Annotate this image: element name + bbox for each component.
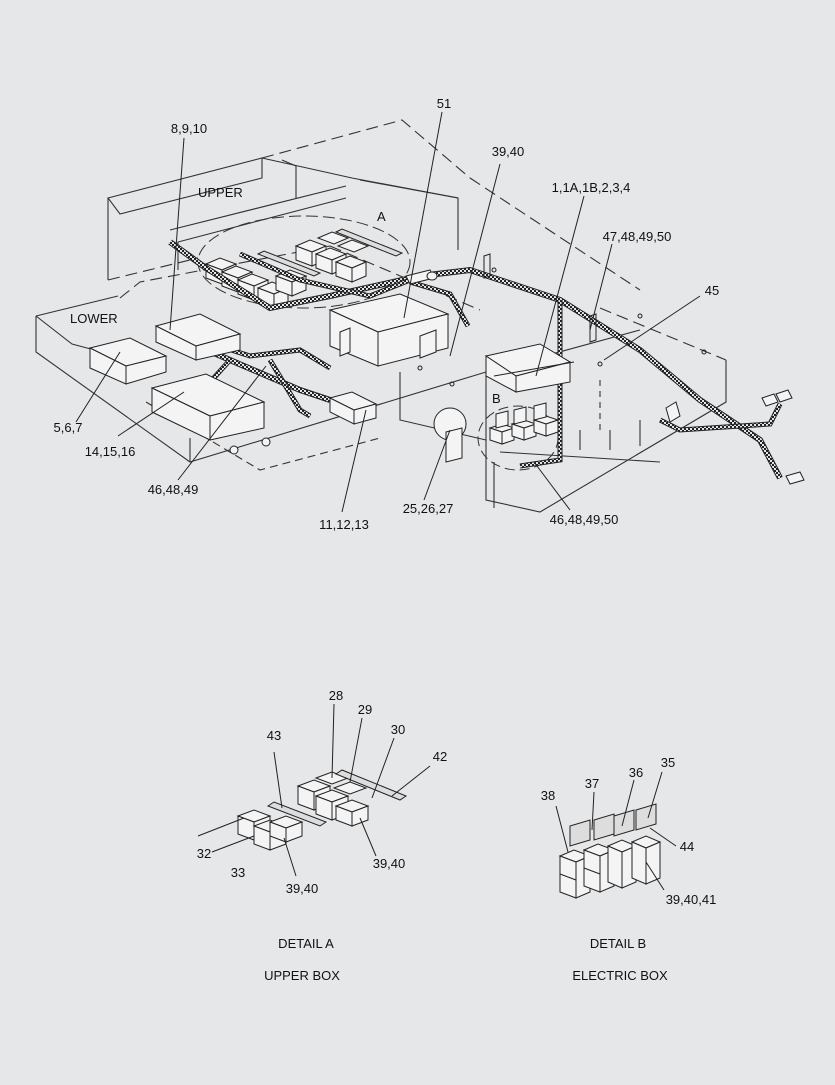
label-detail-b-marker: B xyxy=(492,391,501,406)
component-11-12-13 xyxy=(328,391,378,425)
detail-a-leader-lines xyxy=(197,703,431,877)
label-detail-a-marker: A xyxy=(377,209,386,224)
main-leader-lines xyxy=(75,111,701,513)
callout-39-40: 39,40 xyxy=(491,144,525,159)
horn-25-26-27 xyxy=(433,407,467,463)
detail-a-label-plates xyxy=(266,769,408,827)
detail-b-callout-39-40-41: 39,40,41 xyxy=(665,892,717,907)
detail-b-subtitle: ELECTRIC BOX xyxy=(572,968,668,983)
harness-upper xyxy=(168,239,783,480)
detail-a-callout-28: 28 xyxy=(328,688,344,703)
callout-46-48-49: 46,48,49 xyxy=(147,482,199,497)
callout-25-26-27: 25,26,27 xyxy=(402,501,454,516)
upper-box-outline xyxy=(107,119,641,291)
label-lower: LOWER xyxy=(70,311,118,326)
callout-5-6-7: 5,6,7 xyxy=(53,420,83,435)
label-upper: UPPER xyxy=(198,185,243,200)
detail-a-title: DETAIL A xyxy=(278,936,334,951)
detail-b-callout-38: 38 xyxy=(540,788,556,803)
detail-a-callout-29: 29 xyxy=(357,702,373,717)
upper-label-plates xyxy=(256,228,404,277)
controller-5-6-7 xyxy=(88,337,168,385)
detail-a-callout-33: 33 xyxy=(230,865,246,880)
lower-box-outline xyxy=(35,245,727,513)
module-8-9-10 xyxy=(154,313,242,361)
callout-47-48-49-50: 47,48,49,50 xyxy=(602,229,672,244)
end-connectors xyxy=(665,389,805,485)
detail-b-title: DETAIL B xyxy=(589,936,647,951)
callout-46-48-49-50: 46,48,49,50 xyxy=(549,512,619,527)
detail-a-callout-39-40-right: 39,40 xyxy=(372,856,406,871)
detail-b-relays xyxy=(558,835,662,899)
detail-b-label-plates xyxy=(569,803,657,847)
callout-51: 51 xyxy=(436,96,452,111)
detail-a-callout-42: 42 xyxy=(432,749,448,764)
detail-b-callout-35: 35 xyxy=(660,755,676,770)
callout-11-12-13: 11,12,13 xyxy=(319,517,369,532)
detail-a-callout-39-40-left: 39,40 xyxy=(285,881,319,896)
battery-charger-14-15-16 xyxy=(150,373,271,455)
detail-a-subtitle: UPPER BOX xyxy=(264,968,340,983)
upper-relays xyxy=(204,231,370,309)
detail-a-callout-32: 32 xyxy=(196,846,212,861)
callout-14-15-16: 14,15,16 xyxy=(84,444,136,459)
connector-51 xyxy=(405,269,438,285)
electric-box-relays xyxy=(488,402,560,445)
detail-b-leader-lines xyxy=(555,771,677,891)
callout-1-1a-1b-2-3-4: 1,1A,1B,2,3,4 xyxy=(551,180,631,195)
detail-a-relays xyxy=(236,771,370,851)
main-fuse-block xyxy=(484,343,575,393)
callout-45: 45 xyxy=(704,283,720,298)
detail-a-callout-43: 43 xyxy=(266,728,282,743)
callout-8-9-10: 8,9,10 xyxy=(170,121,208,136)
detail-b-callout-44: 44 xyxy=(679,839,695,854)
detail-a-callout-30: 30 xyxy=(390,722,406,737)
detail-b-callout-37: 37 xyxy=(584,776,600,791)
upper-control-box xyxy=(328,293,450,367)
detail-b-callout-36: 36 xyxy=(628,765,644,780)
